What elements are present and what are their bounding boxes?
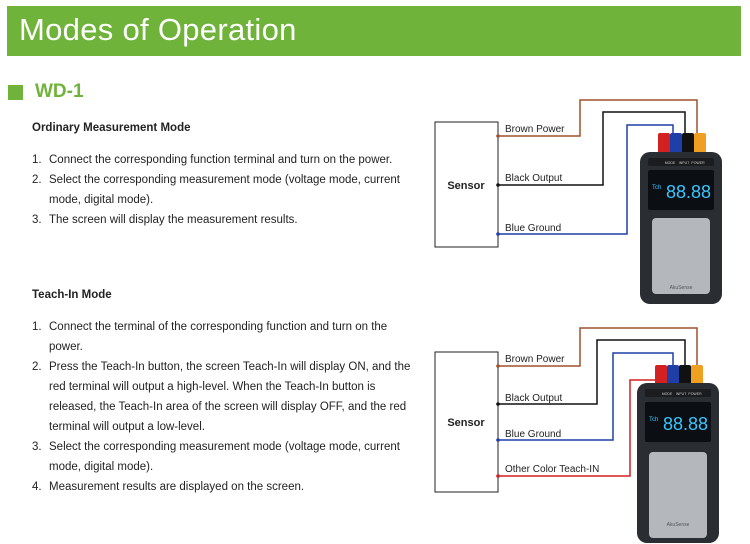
black-wire <box>498 339 686 405</box>
sensor-label: Sensor <box>447 180 485 192</box>
black-wire-label: Black Output <box>505 393 562 404</box>
teach-steps-list: 1.Connect the terminal of the correspond… <box>32 317 412 497</box>
blue-terminal-dot <box>496 438 500 442</box>
list-item: 2.Select the corresponding measurement m… <box>32 174 400 206</box>
list-item: 4.Measurement results are displayed on t… <box>32 481 305 493</box>
input-button-label: INPUT <box>676 392 687 396</box>
mode-button-label: MODE <box>665 161 676 165</box>
list-item: 1.Connect the corresponding function ter… <box>32 154 393 166</box>
brown-wire <box>498 327 698 372</box>
brown-wire <box>498 99 698 140</box>
blue-wire-label: Blue Ground <box>505 429 561 440</box>
blue-terminal-dot <box>496 232 500 236</box>
red-wire-label: Other Color Teach-IN <box>505 464 599 475</box>
meter-device-1: MODE INPUT POWER Tch 88.88 AkuSense <box>640 133 722 304</box>
tch-label: Tch <box>649 417 658 423</box>
page-title: Modes of Operation <box>19 12 297 47</box>
list-item: 2.Press the Teach-In button, the screen … <box>32 361 411 433</box>
red-terminal-dot <box>496 474 500 478</box>
red-wire <box>498 372 662 477</box>
device-screen <box>645 402 711 442</box>
black-wire <box>498 111 686 186</box>
device-grip <box>652 218 710 294</box>
list-item: 1.Connect the terminal of the correspond… <box>32 321 388 353</box>
black-wire-label: Black Output <box>505 173 562 184</box>
brown-terminal-dot <box>496 364 500 368</box>
device-button-strip <box>645 389 711 397</box>
list-item: 3.Select the corresponding measurement m… <box>32 441 400 473</box>
wiring-diagram-2: Sensor Brown Power Black Output Blue Gro… <box>434 327 719 543</box>
teach-mode-title: Teach-In Mode <box>32 289 112 301</box>
power-button-label: POWER <box>688 392 702 396</box>
device-grip <box>649 452 707 538</box>
wiring-diagram-1: Sensor Brown Power Black Output Blue Gro… <box>434 99 722 304</box>
device-screen <box>648 170 714 210</box>
device-button-strip <box>648 158 714 166</box>
section-title: WD-1 <box>35 81 84 102</box>
brand-label: AkuSense <box>667 522 690 528</box>
list-item: 3.The screen will display the measuremen… <box>32 214 298 226</box>
section-square-icon <box>8 85 23 100</box>
blue-wire-label: Blue Ground <box>505 223 561 234</box>
header-band: Modes of Operation <box>7 6 741 56</box>
brand-label: AkuSense <box>670 285 693 291</box>
brown-wire-label: Brown Power <box>505 124 565 135</box>
sensor-box <box>434 121 499 248</box>
ordinary-mode-title: Ordinary Measurement Mode <box>32 122 191 134</box>
input-button-label: INPUT <box>679 161 690 165</box>
power-button-label: POWER <box>691 161 705 165</box>
sensor-box <box>434 351 499 493</box>
blue-wire <box>498 124 674 235</box>
blue-wire <box>498 352 674 441</box>
display-digits: 88.88 <box>666 182 711 202</box>
ordinary-steps-list: 1.Connect the corresponding function ter… <box>32 150 407 230</box>
black-terminal-dot <box>496 183 500 187</box>
tch-label: Tch <box>652 185 661 191</box>
black-terminal-dot <box>496 402 500 406</box>
mode-button-label: MODE <box>662 392 673 396</box>
sensor-label: Sensor <box>447 417 485 429</box>
meter-device-2: MODE INPUT POWER Tch 88.88 AkuSense <box>637 365 719 543</box>
brown-terminal-dot <box>496 134 500 138</box>
brown-wire-label: Brown Power <box>505 354 565 365</box>
display-digits: 88.88 <box>663 414 708 434</box>
